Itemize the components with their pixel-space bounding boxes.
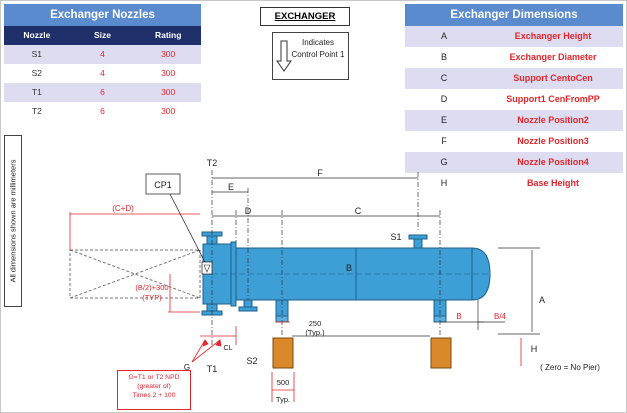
s2-label: S2 bbox=[246, 356, 257, 366]
nozzle-table-title: Exchanger Nozzles bbox=[4, 4, 201, 26]
dimensions-table: Exchanger Dimensions A Exchanger Height … bbox=[405, 4, 623, 194]
nozzle-size: 4 bbox=[100, 49, 105, 59]
nozzle-size: 6 bbox=[100, 87, 105, 97]
dimension-key: A bbox=[440, 31, 447, 41]
table-row: G Nozzle Position4 bbox=[405, 152, 623, 173]
dimension-key: H bbox=[440, 178, 448, 188]
t2-label: T2 bbox=[207, 158, 218, 168]
nozzle-rating: 300 bbox=[161, 49, 176, 59]
dim-d-label: D bbox=[245, 206, 252, 216]
dim-g-label: G bbox=[184, 363, 190, 372]
dimension-label: Exchanger Diameter bbox=[509, 52, 597, 62]
nozzle-name: T2 bbox=[31, 106, 42, 116]
g-formula-note: G=T1 or T2 NPD (greater of) Times 2 + 10… bbox=[117, 370, 191, 410]
table-row: H Base Height bbox=[405, 173, 623, 194]
centerlines bbox=[211, 170, 441, 345]
table-row: T2 6 300 bbox=[4, 102, 201, 121]
dimension-key: E bbox=[440, 115, 447, 125]
nozzle-rating: 300 bbox=[161, 106, 176, 116]
dimension-lines-red bbox=[69, 212, 522, 402]
table-row: A Exchanger Height bbox=[405, 26, 623, 47]
pier-2 bbox=[430, 337, 452, 369]
dimension-label: Base Height bbox=[526, 178, 579, 188]
dim-h-label: H bbox=[531, 344, 538, 354]
g-pointers bbox=[191, 339, 222, 363]
nozzle-name: T1 bbox=[31, 87, 42, 97]
dim-500-label: 500 bbox=[277, 378, 290, 387]
page-title: EXCHANGER bbox=[260, 7, 350, 26]
dim-b-support-label: B bbox=[456, 312, 461, 321]
table-row: F Nozzle Position3 bbox=[405, 131, 623, 152]
dimension-key: G bbox=[440, 157, 448, 167]
nozzle-s2 bbox=[238, 299, 258, 312]
dim-e-label: E bbox=[228, 182, 234, 192]
exchanger-shell bbox=[202, 241, 491, 307]
dimension-label: Nozzle Position2 bbox=[517, 115, 589, 125]
dim-500-typ-label: Typ. bbox=[276, 395, 290, 404]
dim-b-vessel-label: B bbox=[346, 263, 352, 273]
g-formula-line: G=T1 or T2 NPD bbox=[128, 374, 180, 381]
nozzle-s1 bbox=[408, 234, 428, 249]
nozzle-size: 4 bbox=[100, 68, 105, 78]
nozzle-table-body: S1 4 300 S2 4 300 T1 6 300 T2 6 300 bbox=[4, 45, 201, 121]
control-point-legend-text: Indicates Control Point 1 bbox=[291, 38, 345, 59]
table-row: S1 4 300 bbox=[4, 45, 201, 64]
dimension-label: Nozzle Position4 bbox=[517, 157, 589, 167]
col-header-nozzle: Nozzle bbox=[23, 30, 51, 40]
g-formula-line: (greater of) bbox=[137, 383, 171, 390]
table-row: S2 4 300 bbox=[4, 64, 201, 83]
down-arrow-icon bbox=[276, 40, 292, 72]
dim-a-label: A bbox=[539, 295, 545, 305]
dimension-key: B bbox=[440, 52, 447, 62]
cl-label: CL bbox=[224, 345, 233, 352]
nozzle-rating: 300 bbox=[161, 68, 176, 78]
dimension-label: Nozzle Position3 bbox=[517, 136, 589, 146]
dim-250-label: 250 bbox=[309, 319, 322, 328]
t1-label: T1 bbox=[207, 364, 218, 374]
table-row: D Support1 CenFromPP bbox=[405, 89, 623, 110]
control-point-legend: Indicates Control Point 1 bbox=[272, 32, 349, 80]
dimension-key: C bbox=[440, 73, 448, 83]
table-row: E Nozzle Position2 bbox=[405, 110, 623, 131]
s1-label: S1 bbox=[390, 232, 401, 242]
g-formula-line: Times 2 + 100 bbox=[132, 392, 176, 399]
bundle-pull-space bbox=[69, 249, 201, 299]
col-header-rating: Rating bbox=[154, 30, 182, 40]
nozzle-table-header: Nozzle Size Rating bbox=[4, 26, 201, 45]
dim-c-label: C bbox=[355, 206, 362, 216]
cp1-label: CP1 bbox=[154, 180, 172, 190]
dimension-label: Support CentoCen bbox=[513, 73, 593, 83]
dimension-key: D bbox=[440, 94, 448, 104]
nozzle-table: Exchanger Nozzles Nozzle Size Rating S1 … bbox=[4, 4, 201, 121]
col-header-size: Size bbox=[94, 30, 112, 40]
dim-cd-label: (C+D) bbox=[112, 204, 134, 213]
nozzle-size: 6 bbox=[100, 106, 105, 116]
nozzle-rating: 300 bbox=[161, 87, 176, 97]
dimension-lines bbox=[212, 177, 540, 337]
dimension-label: Exchanger Height bbox=[514, 31, 592, 41]
dim-250-typ-label: (Typ.) bbox=[305, 328, 325, 337]
table-row: C Support CentoCen bbox=[405, 68, 623, 89]
dim-b4-label: B/4 bbox=[494, 312, 507, 321]
table-row: T1 6 300 bbox=[4, 83, 201, 102]
dim-bhalf-typ-label: (TYP) bbox=[142, 293, 162, 302]
dimension-label: Support1 CenFromPP bbox=[506, 94, 600, 104]
dimension-key: F bbox=[441, 136, 447, 146]
table-row: B Exchanger Diameter bbox=[405, 47, 623, 68]
dimensions-table-body: A Exchanger Height B Exchanger Diameter … bbox=[405, 26, 623, 194]
units-note: All dimensions shown are millimeters bbox=[4, 135, 22, 307]
pier-1 bbox=[272, 337, 294, 369]
nozzle-name: S1 bbox=[31, 49, 43, 59]
dim-bhalf-label: (B/2)+300 bbox=[135, 283, 168, 292]
dim-f-label: F bbox=[317, 168, 323, 178]
dimensions-table-title: Exchanger Dimensions bbox=[405, 4, 623, 26]
zero-note: ( Zero = No Pier) bbox=[540, 363, 600, 372]
cp1-callout bbox=[145, 173, 213, 275]
nozzle-name: S2 bbox=[31, 68, 43, 78]
